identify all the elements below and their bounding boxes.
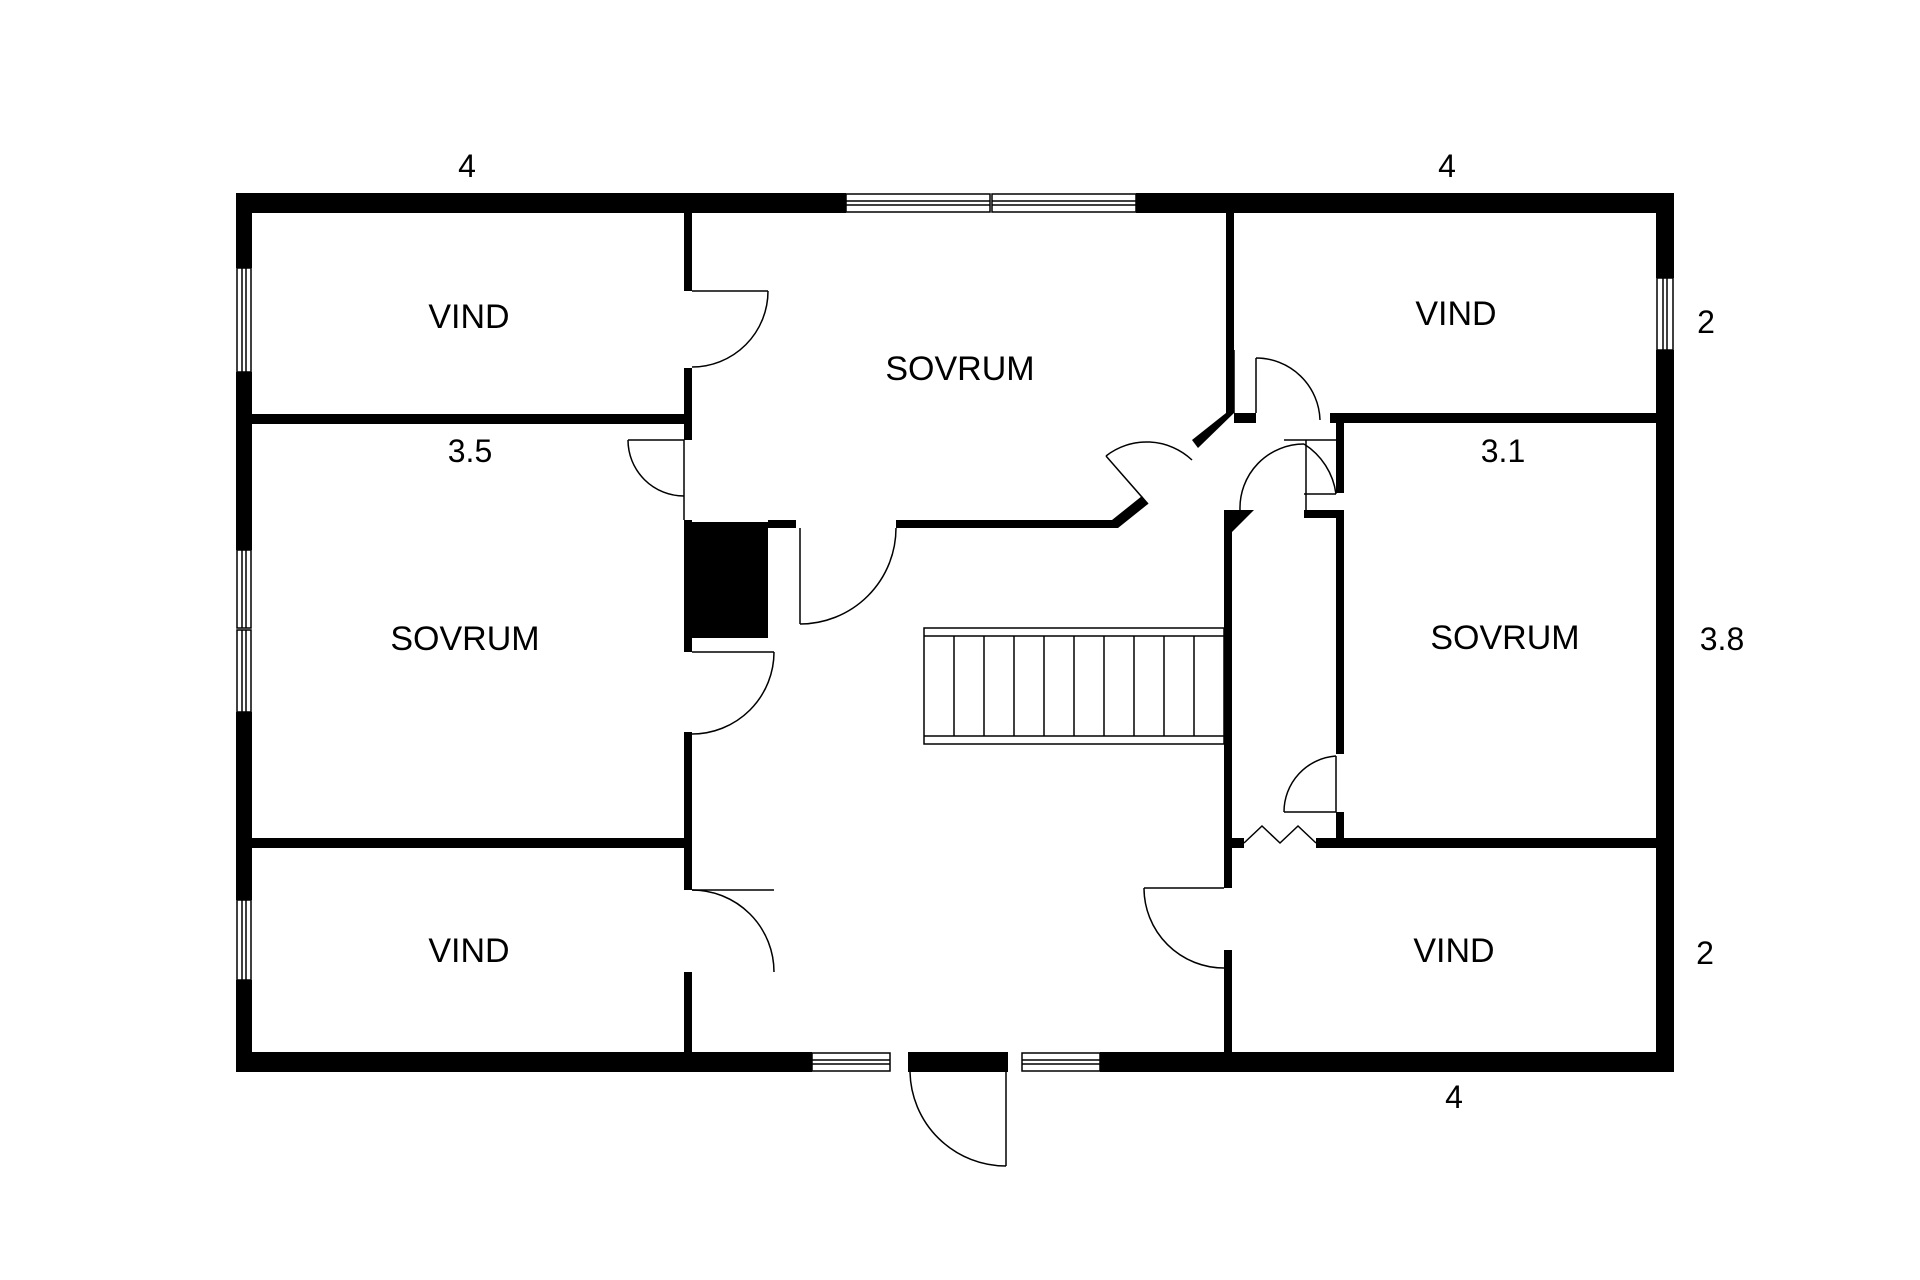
staircase <box>923 627 1225 745</box>
interior-walls <box>252 213 1656 1052</box>
exterior-walls <box>236 193 1674 1072</box>
room-label-sovrum-top: SOVRUM <box>885 350 1034 388</box>
dimension-right-middle: 3.8 <box>1700 621 1744 657</box>
dimension-right-room-width: 3.1 <box>1481 433 1525 469</box>
room-label-vind-top-right: VIND <box>1415 295 1496 333</box>
room-label-vind-top-left: VIND <box>428 298 509 336</box>
dimension-top-right: 4 <box>1438 148 1456 184</box>
room-label-vind-bottom-right: VIND <box>1413 932 1494 970</box>
room-label-sovrum-left: SOVRUM <box>390 620 539 658</box>
room-label-sovrum-right: SOVRUM <box>1430 619 1579 657</box>
room-label-vind-bottom-left: VIND <box>428 932 509 970</box>
dimension-top-left: 4 <box>458 148 476 184</box>
dimension-bottom-right: 4 <box>1445 1079 1463 1115</box>
dimension-left-room-width: 3.5 <box>448 433 492 469</box>
windows <box>236 193 1674 1072</box>
dimension-right-top: 2 <box>1697 304 1715 340</box>
dimension-right-bottom: 2 <box>1696 935 1714 971</box>
doors <box>627 290 1337 1167</box>
